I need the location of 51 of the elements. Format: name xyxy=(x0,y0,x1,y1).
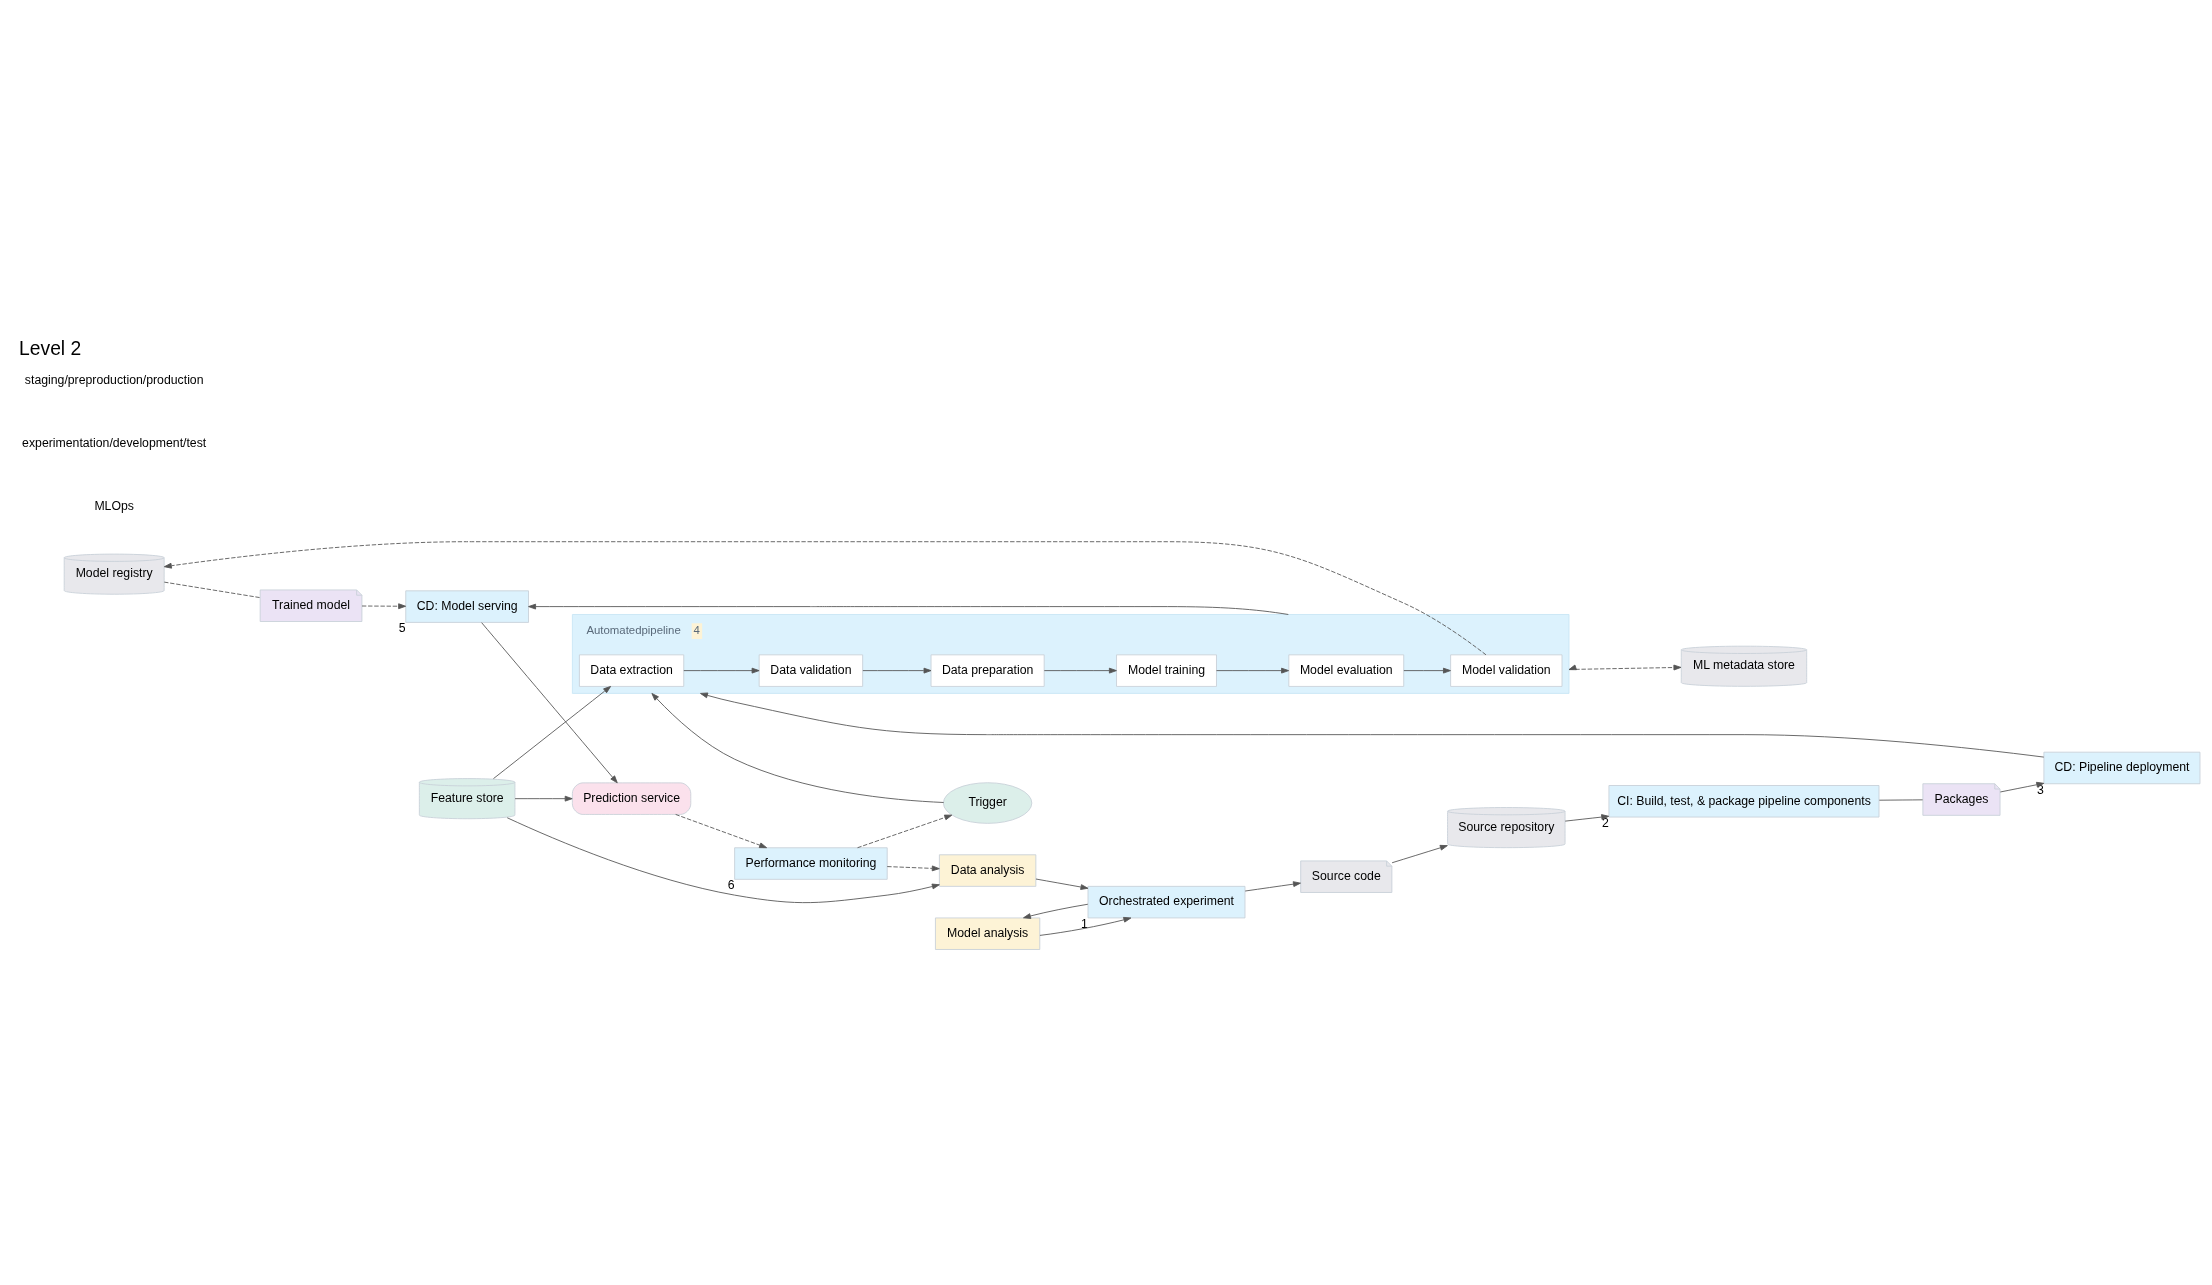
node-box: CI: Build, test, & package pipeline components xyxy=(1608,784,1880,817)
node-box: Data preparation xyxy=(930,653,1045,687)
arrow xyxy=(1391,844,1448,863)
arrow xyxy=(506,816,940,903)
arrow xyxy=(700,692,2045,758)
node-label: 1 xyxy=(1081,916,1088,931)
label: experimentation/development/test xyxy=(22,435,207,450)
node-box: Data validation xyxy=(758,653,864,687)
arrow xyxy=(1039,916,1132,936)
arrow xyxy=(493,685,612,779)
arrow xyxy=(514,795,573,802)
label: staging/preproduction/production xyxy=(24,372,204,387)
arrow xyxy=(163,540,1487,655)
arrow xyxy=(528,603,1289,615)
arrow xyxy=(1035,878,1089,890)
arrow xyxy=(1216,667,1289,674)
arrow xyxy=(1043,667,1117,674)
node-box: Data extraction xyxy=(578,653,685,687)
arrow xyxy=(481,621,618,783)
arrow xyxy=(886,865,940,871)
arrow xyxy=(651,692,945,803)
node-box: Orchestrated experiment xyxy=(1087,885,1246,918)
arrow xyxy=(1403,667,1451,674)
arrow xyxy=(1999,781,2045,792)
node-box: CD: Pipeline deployment xyxy=(2043,751,2201,784)
node-label: 2 xyxy=(1602,815,1609,830)
diagram-title: Level 2 xyxy=(19,337,82,359)
arrow xyxy=(857,814,953,848)
node-box: Model evaluation xyxy=(1288,653,1405,687)
arrow xyxy=(675,813,768,848)
node-box: Model analysis xyxy=(935,916,1041,950)
node-label: 6 xyxy=(727,877,735,892)
node-box: Prediction service xyxy=(571,781,692,815)
arrow xyxy=(862,667,932,674)
label: MLOps xyxy=(94,498,134,513)
arrow xyxy=(683,667,760,674)
arrow xyxy=(1023,903,1089,919)
connector xyxy=(163,581,261,598)
connector xyxy=(1878,798,1924,801)
node-box: Model training xyxy=(1116,653,1217,687)
node-box: Model validation xyxy=(1450,653,1563,687)
node-box: Performance monitoring xyxy=(734,846,888,880)
node-label: 4 xyxy=(693,623,700,636)
arrow xyxy=(1568,664,1682,670)
arrow xyxy=(361,602,407,609)
node-label: 3 xyxy=(2036,782,2044,797)
node-box: CD: Model serving xyxy=(405,589,529,623)
arrow xyxy=(1564,813,1610,822)
node-label: 5 xyxy=(398,620,406,635)
arrow xyxy=(1244,880,1301,891)
node-box: Data analysis xyxy=(938,853,1037,887)
